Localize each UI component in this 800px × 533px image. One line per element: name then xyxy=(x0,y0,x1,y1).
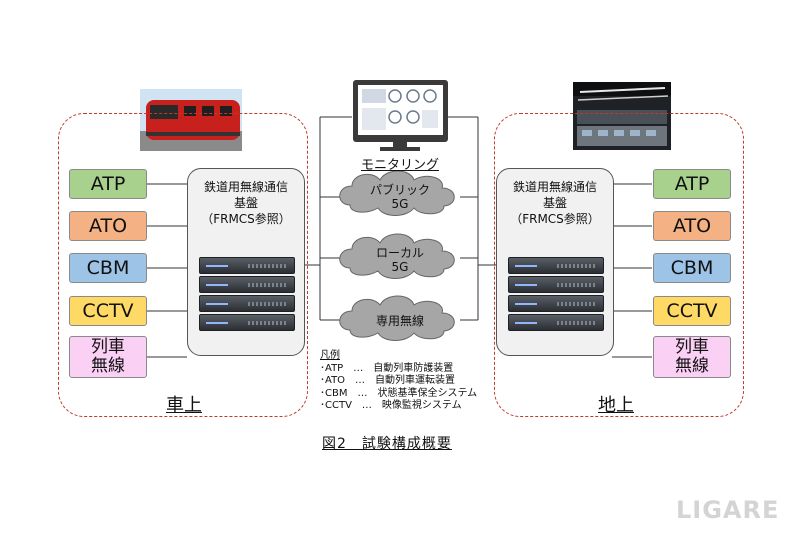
network-dedicated-radio-label: 専用無線 xyxy=(375,314,424,328)
ground-system-ato: ATO xyxy=(653,211,731,241)
ground-system-cctv: CCTV xyxy=(653,296,731,326)
onboard-system-cctv: CCTV xyxy=(69,296,147,326)
ground-zone xyxy=(494,113,744,417)
onboard-train-radio-line2: 無線 xyxy=(91,356,125,376)
legend: 凡例 ･ATP … 自動列車防護装置 ･ATO … 自動列車運転装置 ･CBM … xyxy=(320,350,477,413)
monitoring-monitor-icon xyxy=(353,80,448,151)
onboard-train-radio-line1: 列車 xyxy=(91,337,125,357)
onboard-system-atp: ATP xyxy=(69,169,147,199)
train-photo xyxy=(140,89,242,151)
legend-item: ･CCTV … 映像監視システム xyxy=(320,400,462,411)
figure-caption: 図2 試験構成概要 xyxy=(322,436,452,452)
ground-platform-title: 鉄道用無線通信 基盤 （FRMCS参照） xyxy=(510,180,600,226)
cloud-local-5g xyxy=(339,233,455,279)
server-icon xyxy=(199,257,295,274)
server-icon xyxy=(508,276,604,293)
ground-system-atp: ATP xyxy=(653,169,731,199)
server-icon xyxy=(199,276,295,293)
legend-item: ･ATP … 自動列車防護装置 xyxy=(320,362,454,374)
network-local-5g-label: ローカル 5G xyxy=(375,246,424,274)
monitoring-label: モニタリング xyxy=(360,158,439,173)
onboard-zone-label: 車上 xyxy=(166,395,202,416)
server-icon xyxy=(508,295,604,312)
onboard-zone xyxy=(58,113,308,417)
onboard-platform: 鉄道用無線通信 基盤 （FRMCS参照） xyxy=(187,168,305,356)
ground-train-radio-line1: 列車 xyxy=(675,337,709,357)
legend-item: ･CBM … 状態基準保全システム xyxy=(320,387,478,399)
cloud-public-5g xyxy=(339,170,455,216)
legend-title: 凡例 xyxy=(320,350,340,361)
ground-zone-label: 地上 xyxy=(598,395,634,416)
legend-item: ･ATO … 自動列車運転装置 xyxy=(320,375,456,386)
ground-train-radio-line2: 無線 xyxy=(675,356,709,376)
ground-system-train-radio: 列車 無線 xyxy=(653,336,731,378)
onboard-system-ato: ATO xyxy=(69,211,147,241)
network-public-5g-label: パブリック 5G xyxy=(369,183,430,211)
control-room-photo xyxy=(573,82,671,150)
server-icon xyxy=(508,314,604,331)
server-icon xyxy=(508,257,604,274)
server-icon xyxy=(199,314,295,331)
onboard-system-cbm: CBM xyxy=(69,253,147,283)
onboard-system-train-radio: 列車 無線 xyxy=(69,336,147,378)
watermark-logo: LIGARE xyxy=(676,496,780,524)
ground-platform: 鉄道用無線通信 基盤 （FRMCS参照） xyxy=(496,168,614,356)
cloud-dedicated-radio xyxy=(339,295,455,341)
server-icon xyxy=(199,295,295,312)
onboard-platform-title: 鉄道用無線通信 基盤 （FRMCS参照） xyxy=(201,180,291,226)
ground-system-cbm: CBM xyxy=(653,253,731,283)
